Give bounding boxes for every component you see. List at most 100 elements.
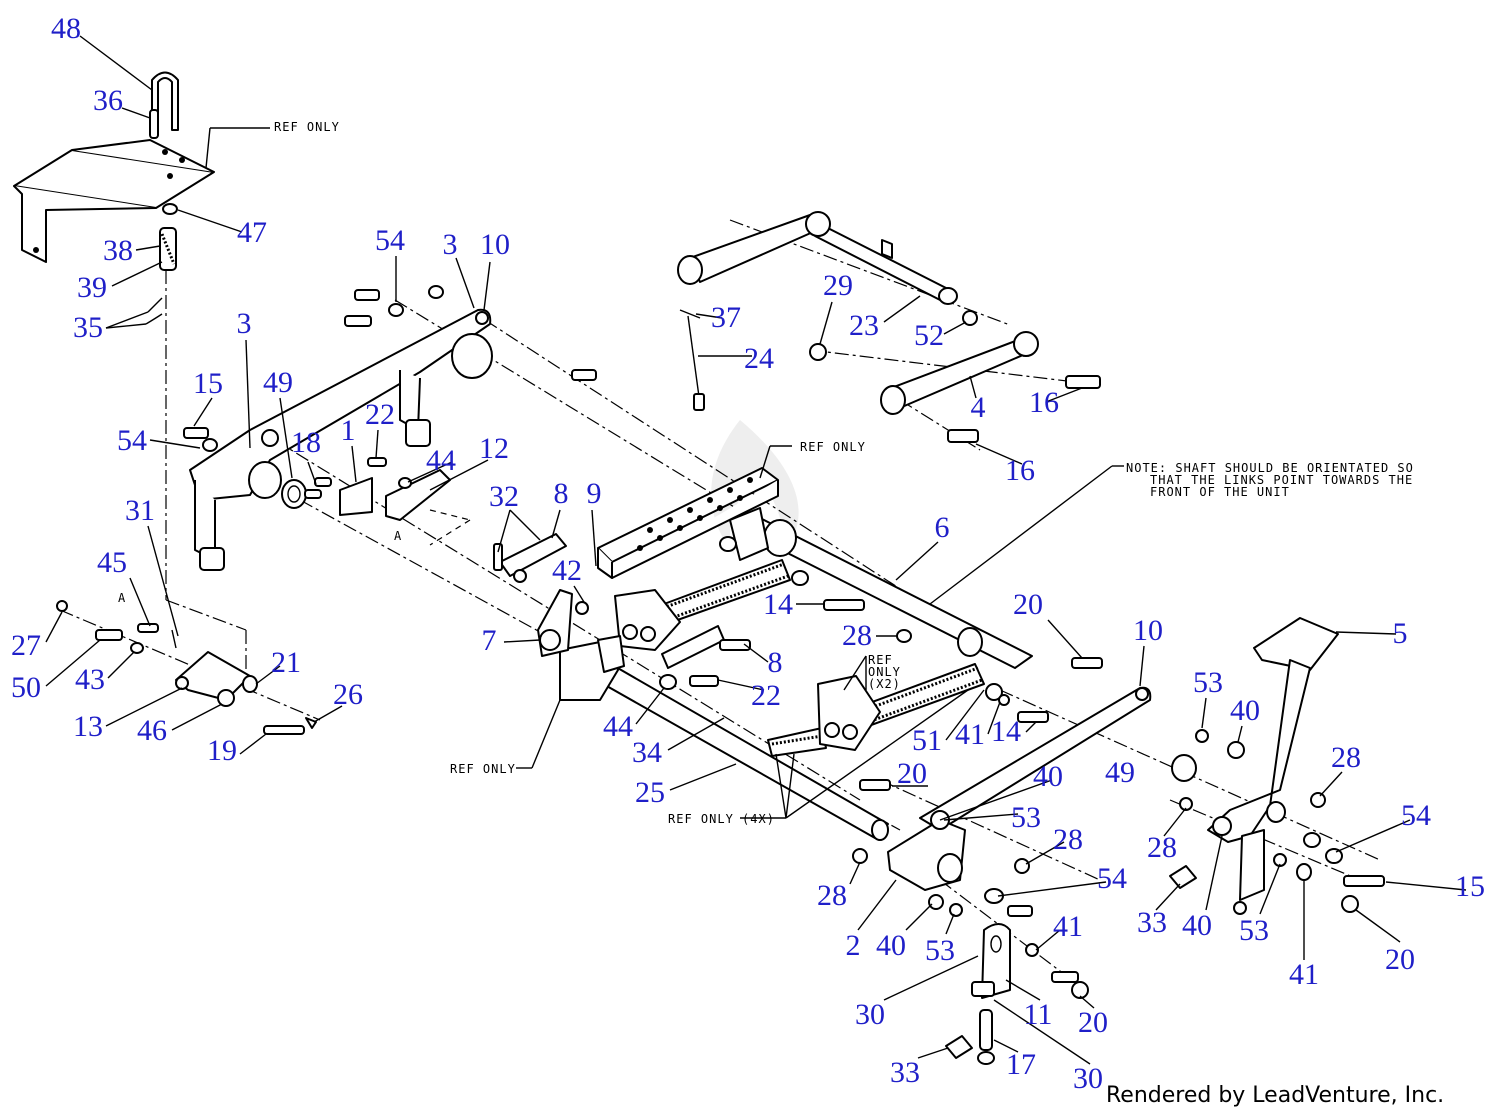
callout-45: 45: [97, 546, 127, 579]
bracket-11-17: [945, 923, 1011, 1065]
callout-41: 41: [1289, 958, 1319, 991]
callout-10: 10: [480, 228, 510, 261]
callout-8: 8: [768, 646, 783, 679]
right-side-hardware: [859, 657, 1385, 913]
callout-47: 47: [237, 216, 267, 249]
callout-26: 26: [333, 678, 363, 711]
note-ref-only-x2-line1: REF: [868, 653, 893, 667]
callout-18: 18: [291, 426, 321, 459]
callout-25: 25: [635, 776, 665, 809]
callout-52: 52: [914, 319, 944, 352]
callout-24: 24: [744, 342, 774, 375]
callout-50: 50: [11, 671, 41, 704]
callout-48: 48: [51, 12, 81, 45]
right-lift-arm: [887, 686, 1152, 891]
upper-link-23: [677, 211, 978, 326]
callout-31: 31: [125, 494, 155, 527]
shaft-note-line2: THAT THE LINKS POINT TOWARDS THE: [1150, 473, 1413, 487]
callout-39: 39: [77, 271, 107, 304]
callout-10: 10: [1133, 614, 1163, 647]
callout-41: 41: [955, 718, 985, 751]
callout-2: 2: [846, 929, 861, 962]
callout-54: 54: [1401, 799, 1431, 832]
callout-20: 20: [1385, 943, 1415, 976]
callout-20: 20: [1013, 588, 1043, 621]
note-ref-only-x2-line2: ONLY: [868, 665, 901, 679]
callout-34: 34: [632, 736, 662, 769]
shaft-note-line3: FRONT OF THE UNIT: [1150, 485, 1290, 499]
brake-parts-1-12: [304, 457, 451, 521]
callout-37: 37: [711, 301, 741, 334]
spring-38-39: [159, 227, 177, 271]
callout-11: 11: [1024, 998, 1053, 1031]
callout-6: 6: [935, 511, 950, 544]
clips-35: [145, 297, 163, 325]
callout-33: 33: [1137, 906, 1167, 939]
callout-46: 46: [137, 714, 167, 747]
marker-a-upper: A: [394, 529, 402, 543]
callout-15: 15: [193, 367, 223, 400]
note-ref-only-4x: REF ONLY (4X): [668, 812, 775, 826]
callout-15: 15: [1455, 870, 1485, 903]
link-8-lower: [575, 601, 751, 690]
callout-8: 8: [554, 477, 569, 510]
callout-36: 36: [93, 84, 123, 117]
callout-40: 40: [1033, 760, 1063, 793]
callout-49: 49: [263, 366, 293, 399]
spring-bracket-upper: [614, 589, 681, 651]
shaft-note-line1: NOTE: SHAFT SHOULD BE ORIENTATED SO: [1126, 461, 1414, 475]
callout-7: 7: [482, 624, 497, 657]
callout-38: 38: [103, 234, 133, 267]
callout-42: 42: [552, 554, 582, 587]
watermark-logo: [711, 420, 799, 555]
callout-4: 4: [971, 391, 986, 424]
bolts-upper-left: [183, 285, 597, 452]
rod-24-37: [679, 309, 705, 411]
callout-28: 28: [842, 619, 872, 652]
callout-20: 20: [1078, 1006, 1108, 1039]
callout-29: 29: [823, 269, 853, 302]
callout-44: 44: [603, 710, 633, 743]
callout-17: 17: [1006, 1048, 1036, 1081]
callout-32: 32: [489, 480, 519, 513]
callout-22: 22: [365, 398, 395, 431]
callout-33: 33: [890, 1056, 920, 1089]
callout-53: 53: [1011, 801, 1041, 834]
callout-19: 19: [207, 734, 237, 767]
callout-12: 12: [479, 432, 509, 465]
lower-link-4: [809, 331, 1101, 443]
callout-44: 44: [426, 444, 456, 477]
upper-shaft-hardware: [719, 536, 912, 643]
callout-1: 1: [341, 414, 356, 447]
callout-28: 28: [1053, 823, 1083, 856]
callout-5: 5: [1393, 617, 1408, 650]
callout-13: 13: [73, 710, 103, 743]
link-8-upper: [493, 533, 567, 583]
callout-3: 3: [443, 228, 458, 261]
callout-53: 53: [1239, 914, 1269, 947]
center-channel: [597, 467, 779, 579]
callout-23: 23: [849, 309, 879, 342]
nut-47: [162, 203, 178, 215]
arm-7: [537, 589, 573, 657]
callout-30: 30: [855, 998, 885, 1031]
marker-a-lower: A: [118, 591, 126, 605]
left-lift-arm: [189, 308, 493, 571]
callout-53: 53: [1193, 666, 1223, 699]
note-ref-only-x2-line3: (X2): [868, 677, 901, 691]
pedal-linkage-13: [56, 600, 317, 735]
callout-28: 28: [817, 879, 847, 912]
callout-40: 40: [876, 929, 906, 962]
note-ref-only-center: REF ONLY: [800, 440, 866, 454]
callout-30: 30: [1073, 1062, 1103, 1095]
note-ref-only-top: REF ONLY: [274, 120, 340, 134]
callout-20: 20: [897, 757, 927, 790]
pin-36: [149, 109, 159, 139]
callout-54: 54: [117, 424, 147, 457]
callout-22: 22: [751, 679, 781, 712]
annotations: REF ONLY REF ONLY REF ONLY REF ONLY (4X)…: [118, 120, 1414, 826]
rear-rod-25: [559, 635, 889, 841]
leader-lines: [45, 35, 1467, 1065]
callout-54: 54: [375, 224, 405, 257]
